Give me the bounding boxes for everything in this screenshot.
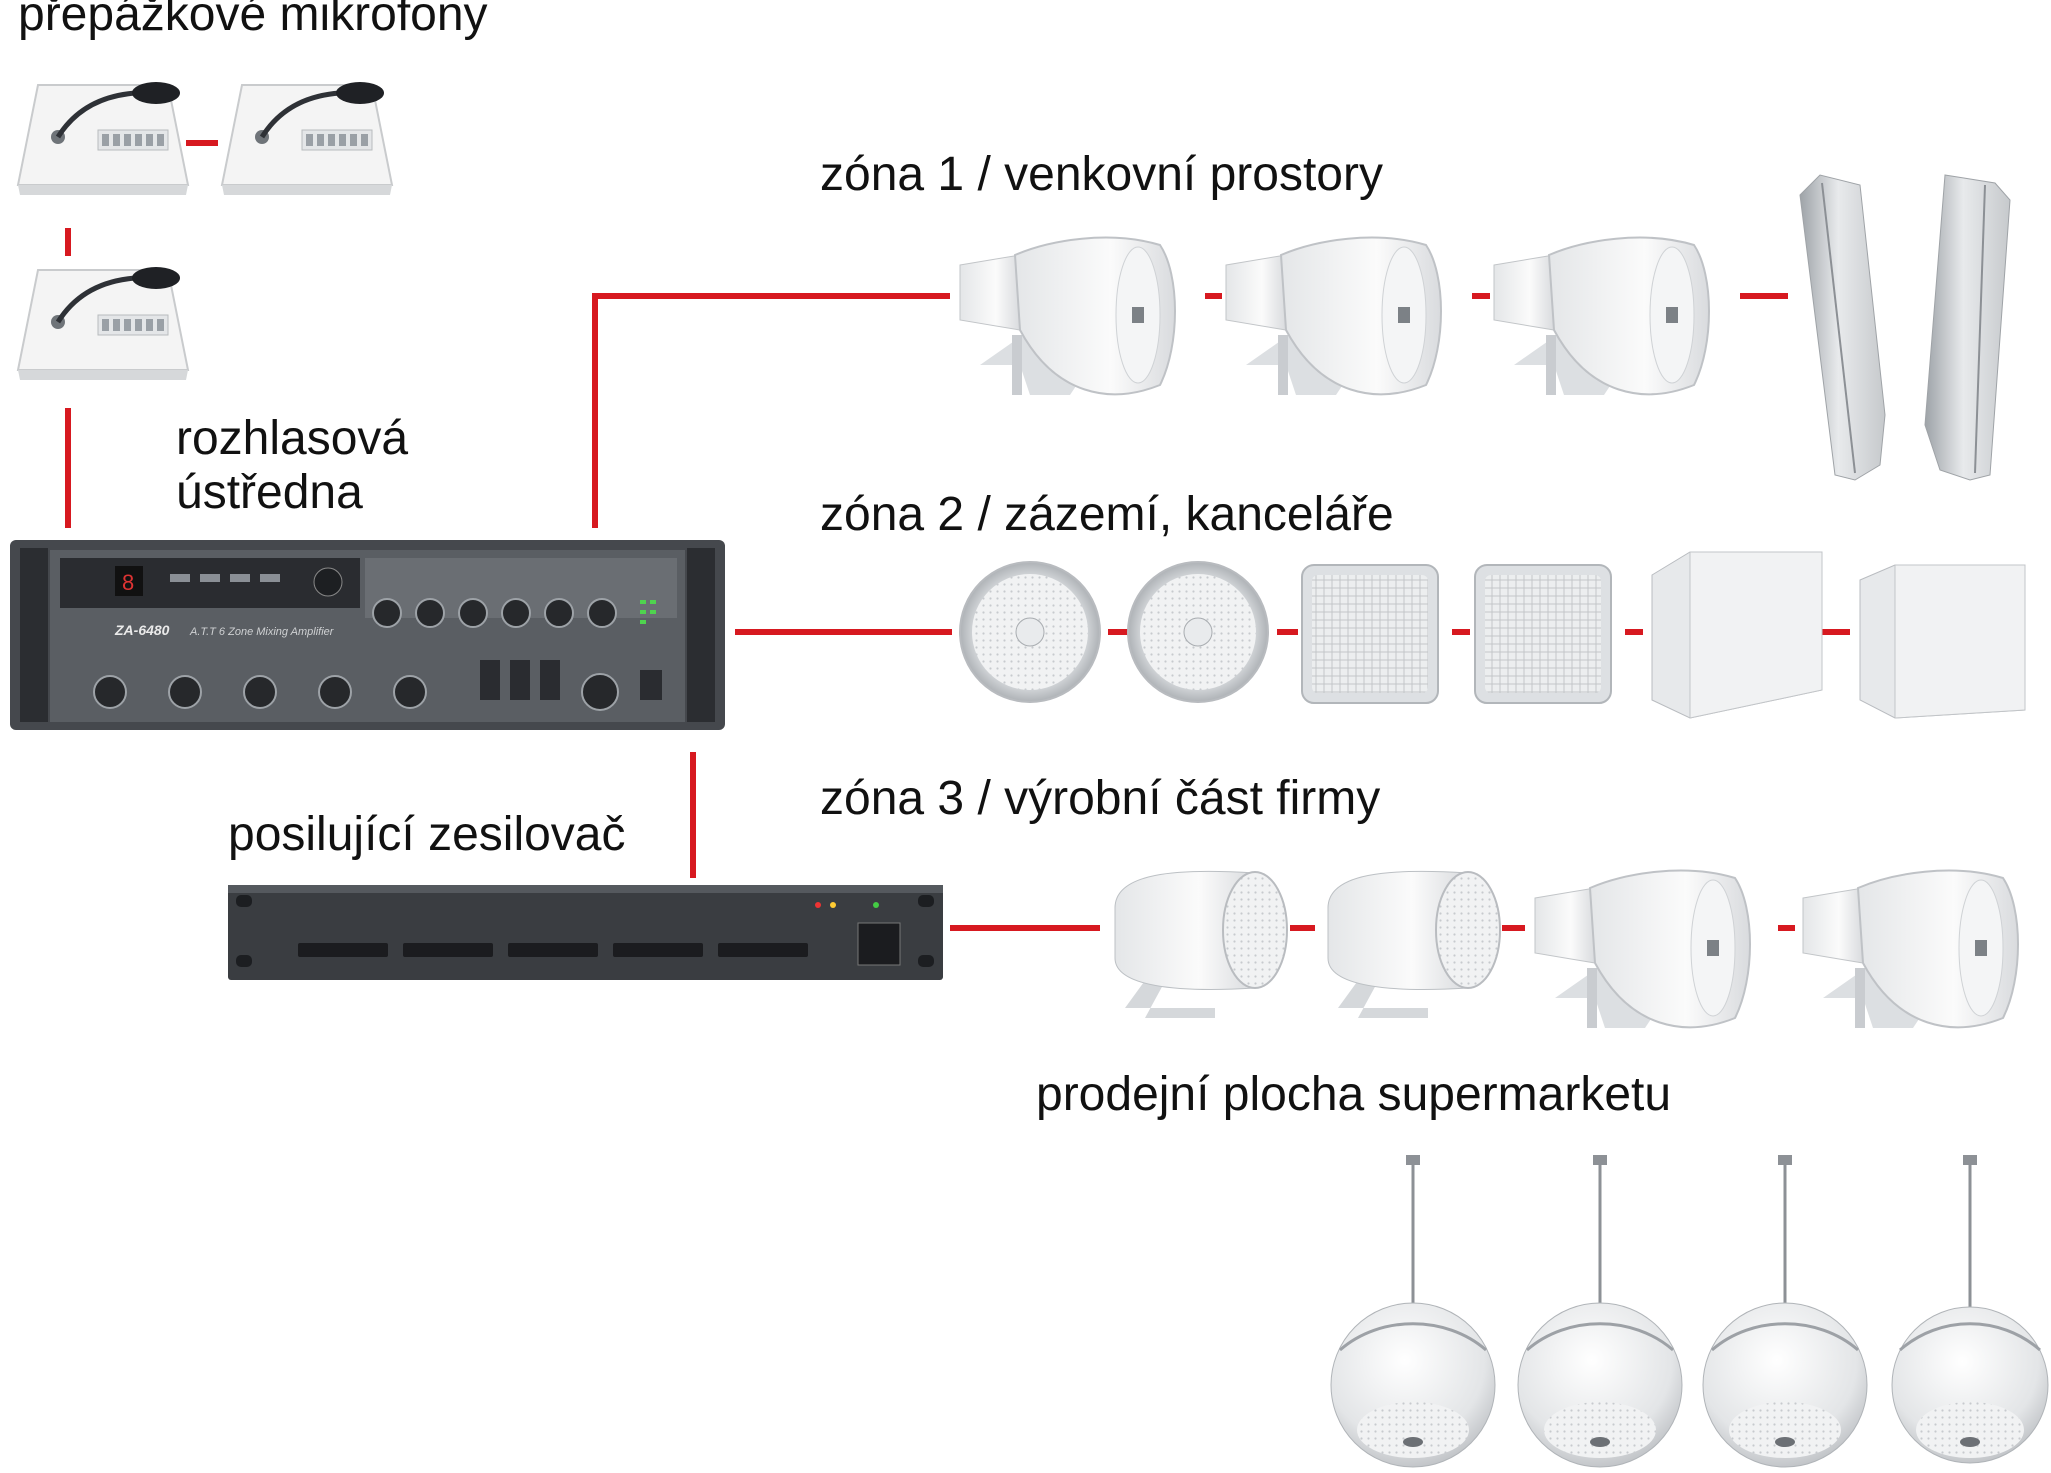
horn-speaker: [1534, 869, 1751, 1029]
desk-microphone: [16, 82, 190, 195]
label-central: rozhlasová ústředna: [176, 412, 408, 520]
svg-text:8: 8: [122, 570, 134, 595]
label-central-line1: rozhlasová: [176, 412, 409, 465]
desk-microphone: [220, 82, 394, 195]
pendant-speaker: [1891, 1155, 2049, 1464]
label-zone3: zóna 3 / výrobní část firmy: [820, 772, 1381, 825]
booster-amplifier: [228, 885, 943, 980]
label-zone2: zóna 2 / zázemí, kanceláře: [820, 488, 1394, 541]
amplifier-description: A.T.T 6 Zone Mixing Amplifier: [189, 626, 335, 638]
label-supermarket: prodejní plocha supermarketu: [1036, 1068, 1672, 1121]
connection-lines: [65, 140, 1850, 931]
desk-microphone: [16, 267, 190, 380]
wall-box-speaker: [1859, 564, 2026, 719]
horn-speaker: [1493, 236, 1710, 396]
label-central-line2: ústředna: [176, 465, 363, 519]
ceiling-speaker: [959, 561, 1101, 703]
square-ceiling-speaker: [1474, 564, 1612, 704]
pendant-speaker: [1330, 1155, 1496, 1468]
horn-speaker: [1802, 869, 2019, 1029]
label-booster: posilující zesilovač: [228, 808, 626, 861]
projector-speaker: [1327, 870, 1501, 1018]
central-to-zone1-line: [592, 293, 950, 528]
pendant-speaker: [1517, 1155, 1683, 1468]
amplifier-model: ZA-6480: [114, 622, 170, 638]
wall-box-speaker: [1651, 551, 1823, 719]
projector-speaker: [1114, 870, 1288, 1018]
horn-speaker: [1225, 236, 1442, 396]
square-ceiling-speaker: [1301, 564, 1439, 704]
ceiling-speaker: [1127, 561, 1269, 703]
mixing-amplifier: 8 ZA-6480 A.T.T 6 Zone Mixing Amplifier: [10, 540, 725, 730]
horn-speaker: [959, 236, 1176, 396]
label-zone1: zóna 1 / venkovní prostory: [820, 148, 1383, 201]
pendant-speaker: [1702, 1155, 1868, 1468]
column-speaker: [1924, 174, 2011, 481]
label-microphones: přepážkové mikrofony: [18, 0, 488, 41]
column-speaker: [1799, 174, 1886, 481]
